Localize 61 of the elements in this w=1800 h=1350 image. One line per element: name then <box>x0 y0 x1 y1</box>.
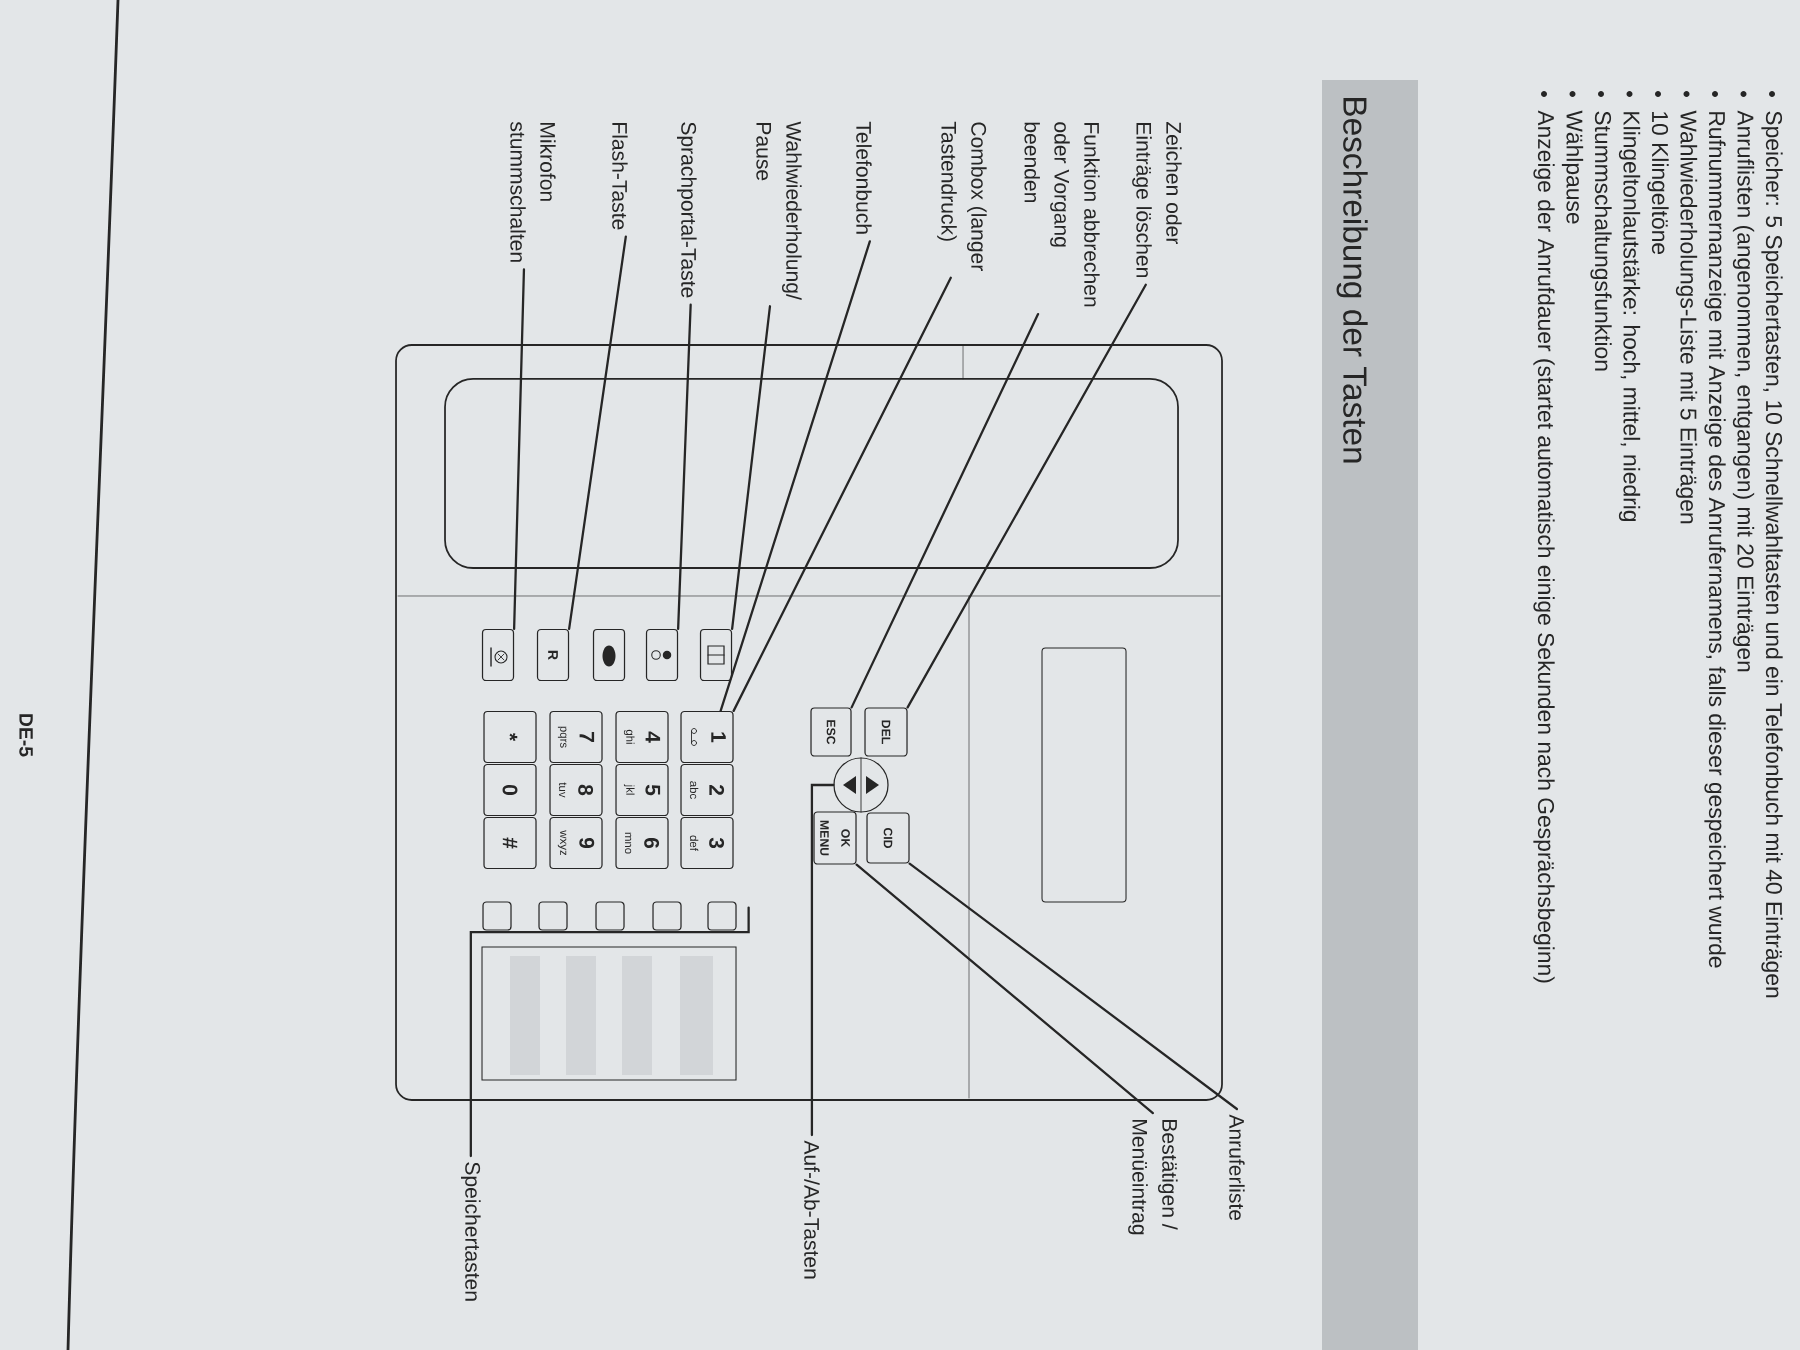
keypad-key: 5 jkl <box>615 763 669 817</box>
leader-line <box>731 305 772 630</box>
memory-key <box>652 901 682 931</box>
keypad-key: 3 def <box>680 816 734 870</box>
callout-label: Speichertasten <box>461 1162 481 1301</box>
soft-key: OK MENU <box>813 811 857 865</box>
callout-label: Sprachportal-Taste <box>677 122 697 298</box>
keypad-key: 0 <box>483 763 537 817</box>
soft-key: DEL <box>864 707 908 757</box>
bullet-item: Wählpause <box>1561 91 1584 224</box>
leader-line <box>677 303 692 630</box>
memory-key <box>482 901 512 931</box>
callout-label: Wahlwiederholung/ Pause <box>756 121 802 300</box>
callout-label: Zeichen oder Einträge löschen <box>1132 122 1182 277</box>
bullet-item: Klingeltonlautstärke: hoch, mittel, niedrig <box>1618 91 1641 522</box>
leader-line <box>568 235 627 630</box>
callout-label: Funktion abbrechen oder Vorgang beenden <box>1024 122 1100 307</box>
leader-line <box>719 240 871 712</box>
leader-line <box>513 268 526 630</box>
function-key <box>645 628 679 682</box>
keypad-key: 7 pqrs <box>549 710 603 764</box>
keypad-key: 1 <box>680 710 734 764</box>
callout-label: Combox (langer Tastendruck) <box>937 121 987 271</box>
keypad-key: 8 tuv <box>549 763 603 817</box>
callout-label: Telefonbuch <box>856 121 872 234</box>
bullet-item: Wahlwiederholungs-Liste mit 5 Einträgen <box>1675 91 1698 524</box>
function-key <box>481 628 515 682</box>
bullet-item: Rufnummernanzeige mit Anzeige des Anrufernamens, falls dieser gespeichert wurde <box>1704 91 1726 968</box>
leader-line <box>906 283 1147 709</box>
memory-key <box>538 901 568 931</box>
navigation-key <box>833 757 889 813</box>
callout-label: Anruferliste <box>1229 1114 1245 1221</box>
leader-line <box>810 783 835 1137</box>
leader-line <box>469 906 750 1158</box>
callout-label: Flash-Taste <box>612 123 628 230</box>
leader-line <box>732 276 952 712</box>
callout-label: Bestätigen / Menüeintrag <box>1128 1120 1178 1235</box>
keypad-key: * <box>483 710 537 764</box>
section-heading: Beschreibung der Tasten <box>1322 80 1418 1350</box>
memory-key <box>595 901 625 931</box>
soft-key: CID <box>866 812 910 864</box>
function-key: R <box>536 628 570 682</box>
function-key <box>592 628 626 682</box>
bullet-item: Stummschaltungsfunktion <box>1590 91 1612 371</box>
leader-line <box>850 312 1040 709</box>
keypad-key: 2 abc <box>680 763 734 817</box>
bullet-item: Anzeige der Anrufdauer (startet automatisch einige Sekunden nach Gesprächsbeginn) <box>1533 91 1555 983</box>
bullet-item: 10 Klingeltöne <box>1647 91 1669 255</box>
function-key <box>699 628 733 682</box>
memory-key <box>707 901 737 931</box>
callout-label: Auf-/Ab-Tasten <box>804 1140 820 1279</box>
leader-line <box>855 863 1155 1115</box>
page-number: DE-5 <box>19 714 33 757</box>
keypad-key: # <box>483 816 537 870</box>
callout-label: Mikrofon stummschalten <box>510 121 556 262</box>
bullet-item: Speicher: 5 Speichertasten, 10 Schnellwahltasten und ein Telefonbuch mit 40 Einträgen <box>1761 91 1783 998</box>
bullet-item: Anruflisten (angenommen, entgangen) mit 20 Einträgen <box>1732 91 1755 672</box>
keypad-key: 4 ghi <box>615 710 669 764</box>
keypad-key: 9 wxyz <box>549 816 603 870</box>
soft-key: ESC <box>810 707 852 757</box>
keypad-key: 6 mno <box>615 816 669 870</box>
